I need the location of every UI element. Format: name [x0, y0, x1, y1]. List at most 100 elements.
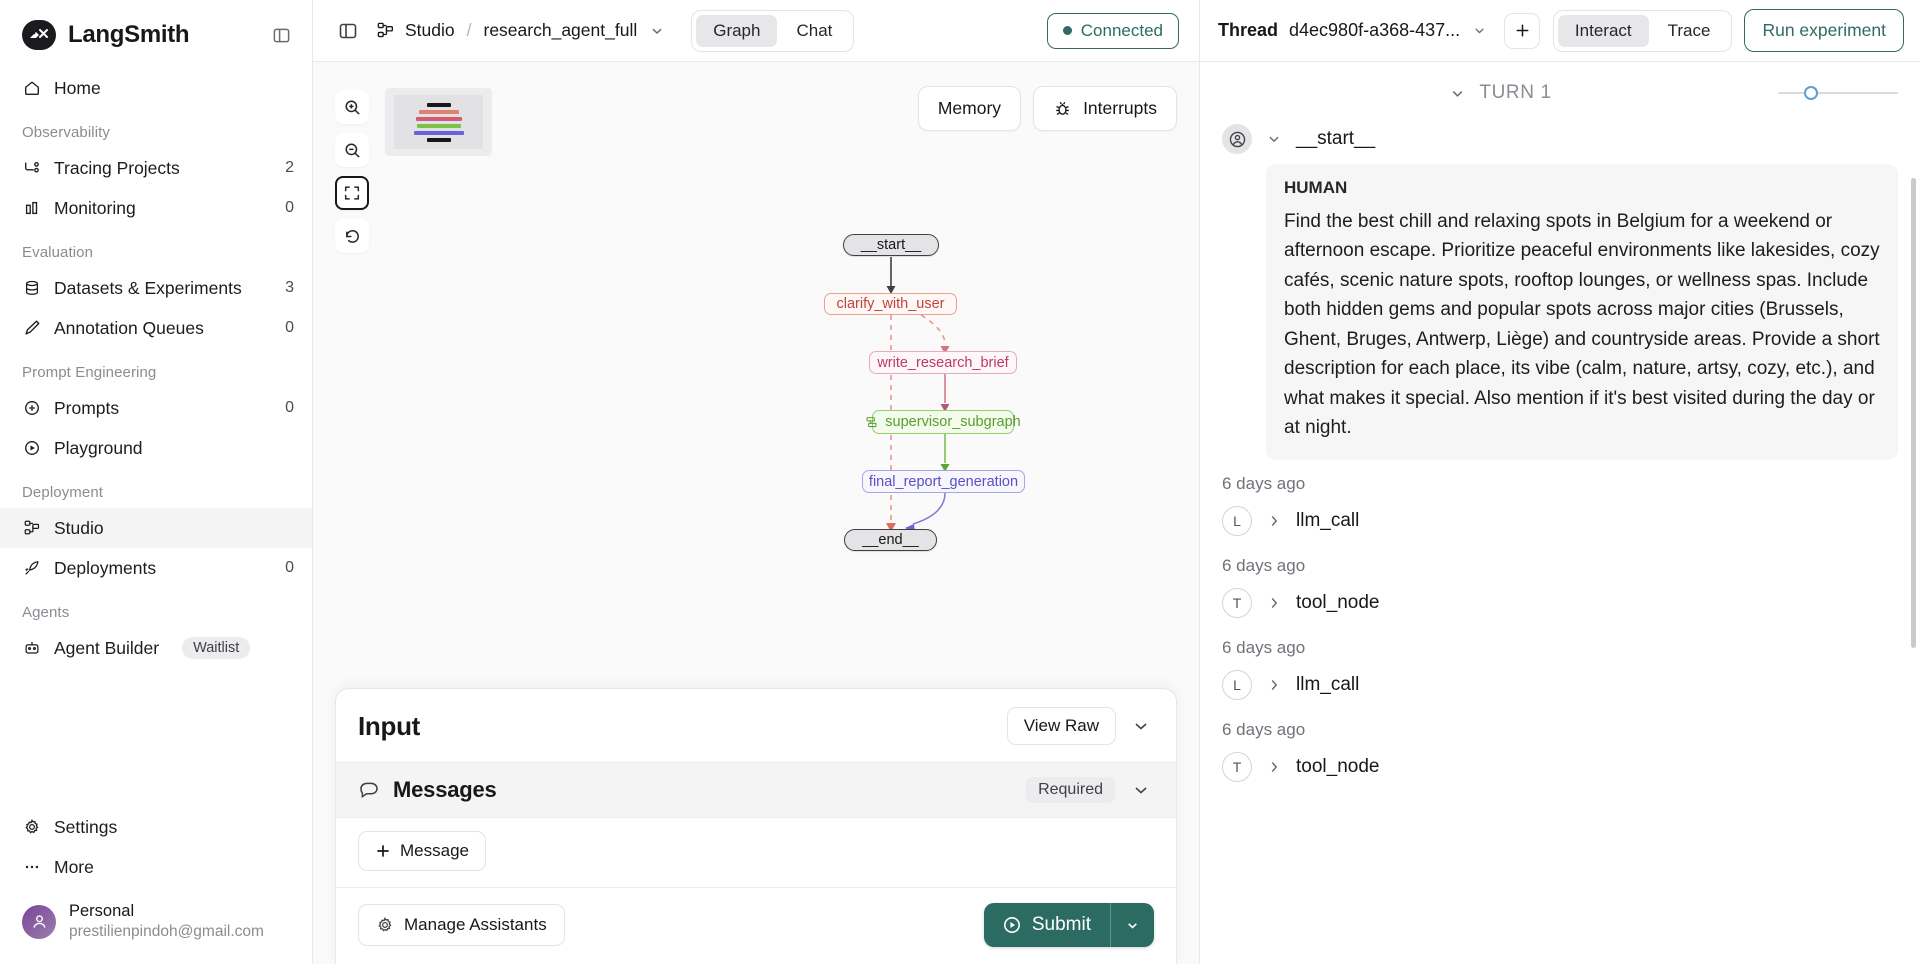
- tab-interact[interactable]: Interact: [1557, 14, 1649, 47]
- thread-event-row[interactable]: T tool_node: [1222, 584, 1898, 624]
- run-experiment-button[interactable]: Run experiment: [1744, 9, 1904, 52]
- submit-button[interactable]: Submit: [984, 903, 1110, 947]
- sidebar-item-more[interactable]: More: [0, 847, 312, 887]
- sidebar-item-annotation-queues[interactable]: Annotation Queues 0: [0, 308, 312, 348]
- tab-graph[interactable]: Graph: [696, 14, 778, 47]
- sidebar-item-deployments[interactable]: Deployments 0: [0, 548, 312, 588]
- input-panel-header: Input View Raw: [336, 689, 1176, 762]
- sidebar-item-datasets-experiments[interactable]: Datasets & Experiments 3: [0, 268, 312, 308]
- breadcrumb-current-graph[interactable]: research_agent_full: [483, 20, 638, 40]
- user-email: prestilienpindoh@gmail.com: [69, 923, 264, 941]
- graph-node-final-report-generation[interactable]: final_report_generation: [862, 470, 1025, 493]
- graph-minimap[interactable]: [385, 88, 492, 156]
- turn-slider[interactable]: [1778, 86, 1898, 100]
- play-circle-icon: [22, 439, 41, 458]
- sidebar-user-account[interactable]: Personal prestilienpindoh@gmail.com: [0, 887, 312, 960]
- submit-label: Submit: [1031, 914, 1091, 935]
- sidebar-item-label: Datasets & Experiments: [54, 277, 242, 298]
- graph-node-clarify-with-user[interactable]: clarify_with_user: [824, 293, 957, 315]
- user-avatar-icon: [22, 904, 56, 939]
- brand-name: LangSmith: [68, 21, 190, 48]
- sidebar-item-playground[interactable]: Playground: [0, 428, 312, 468]
- sidebar-bottom: Settings More Personal prestilienpindoh@…: [0, 807, 312, 964]
- chevron-right-icon[interactable]: [1265, 594, 1283, 612]
- sidebar-item-monitoring[interactable]: Monitoring 0: [0, 188, 312, 228]
- panel-collapse-icon[interactable]: [268, 22, 294, 48]
- subgraph-icon: [865, 416, 878, 429]
- chevron-right-icon[interactable]: [1265, 512, 1283, 530]
- event-badge: T: [1222, 587, 1252, 618]
- thread-id: d4ec980f-a368-437...: [1289, 20, 1461, 40]
- chevron-down-icon[interactable]: [1265, 130, 1283, 148]
- zoom-in-icon[interactable]: [335, 90, 369, 124]
- thread-selector[interactable]: Thread d4ec980f-a368-437...: [1218, 20, 1488, 41]
- sidebar: LangSmith Home Observability: [0, 0, 313, 964]
- event-badge: L: [1222, 669, 1252, 700]
- chevron-down-icon[interactable]: [1128, 777, 1154, 803]
- reset-icon[interactable]: [335, 219, 369, 253]
- graph-canvas-area[interactable]: Memory Interrupts: [313, 62, 1199, 964]
- chevron-down-icon[interactable]: [1128, 713, 1154, 739]
- memory-button[interactable]: Memory: [917, 86, 1022, 131]
- thread-event-row[interactable]: L llm_call: [1222, 666, 1898, 706]
- thread-event-row[interactable]: T tool_node: [1222, 748, 1898, 788]
- thread-message-list[interactable]: __start__ HUMAN Find the best chill and …: [1200, 116, 1920, 964]
- sidebar-item-count: 0: [285, 319, 294, 336]
- tracing-icon: [22, 159, 41, 178]
- graph-node-supervisor-subgraph[interactable]: supervisor_subgraph: [866, 410, 1021, 434]
- chevron-right-icon[interactable]: [1265, 676, 1283, 694]
- sidebar-item-agent-builder[interactable]: Agent Builder Waitlist: [0, 628, 312, 668]
- minimap-bar: [413, 130, 464, 135]
- manage-assistants-button[interactable]: Manage Assistants: [358, 904, 565, 946]
- sidebar-item-label: Annotation Queues: [54, 317, 204, 338]
- panel-toggle-icon[interactable]: [335, 18, 361, 44]
- messages-section-header[interactable]: Messages Required: [336, 762, 1176, 818]
- interrupts-button[interactable]: Interrupts: [1033, 86, 1177, 131]
- chevron-right-icon[interactable]: [1265, 758, 1283, 776]
- slider-knob[interactable]: [1804, 86, 1818, 100]
- fit-view-icon[interactable]: [335, 176, 369, 210]
- graph-zoom-controls: [335, 90, 369, 253]
- user-name: Personal: [69, 902, 135, 921]
- add-message-button[interactable]: Message: [358, 831, 486, 871]
- graph-node-end[interactable]: __end__: [844, 529, 937, 551]
- sidebar-item-prompts[interactable]: Prompts 0: [0, 388, 312, 428]
- node-label: clarify_with_user: [836, 296, 945, 312]
- submit-button-group: Submit: [983, 903, 1154, 947]
- chevron-down-icon[interactable]: [1448, 84, 1467, 103]
- zoom-out-icon[interactable]: [335, 133, 369, 167]
- view-raw-button[interactable]: View Raw: [1006, 707, 1116, 745]
- thread-event-row[interactable]: L llm_call: [1222, 502, 1898, 542]
- add-message-row: Message: [336, 818, 1176, 887]
- message-header: __start__: [1222, 116, 1898, 164]
- sidebar-item-settings[interactable]: Settings: [0, 807, 312, 847]
- sidebar-item-studio[interactable]: Studio: [0, 508, 312, 548]
- add-message-label: Message: [400, 841, 469, 860]
- submit-options-chevron-down-icon[interactable]: [1110, 903, 1154, 947]
- tab-chat[interactable]: Chat: [796, 20, 833, 40]
- studio-icon: [22, 519, 41, 538]
- graph-node-write-research-brief[interactable]: write_research_brief: [869, 351, 1017, 374]
- sidebar-item-count: 3: [285, 279, 294, 296]
- minimap-bar: [415, 116, 462, 121]
- sidebar-item-home[interactable]: Home: [0, 68, 312, 108]
- sidebar-section-observability: Observability: [22, 124, 110, 141]
- event-name: tool_node: [1296, 755, 1380, 777]
- breadcrumb-root[interactable]: Studio: [405, 20, 455, 40]
- graph-tool-buttons: Memory Interrupts: [917, 86, 1177, 131]
- connection-status-badge[interactable]: Connected: [1046, 12, 1179, 49]
- interrupts-label: Interrupts: [1083, 98, 1157, 118]
- sidebar-item-tracing-projects[interactable]: Tracing Projects 2: [0, 148, 312, 188]
- studio-icon: [375, 21, 395, 41]
- vertical-scrollbar[interactable]: [1911, 178, 1916, 648]
- minimap-bar: [426, 102, 451, 107]
- event-name: llm_call: [1296, 673, 1360, 695]
- plus-icon: [1513, 21, 1532, 40]
- sidebar-item-count: 0: [285, 199, 294, 216]
- new-thread-button[interactable]: [1504, 12, 1541, 49]
- message-bubble: HUMAN Find the best chill and relaxing s…: [1266, 164, 1898, 460]
- chevron-down-icon[interactable]: [649, 23, 665, 39]
- graph-node-start[interactable]: __start__: [843, 234, 939, 256]
- gear-icon: [376, 916, 394, 934]
- tab-trace[interactable]: Trace: [1667, 20, 1711, 40]
